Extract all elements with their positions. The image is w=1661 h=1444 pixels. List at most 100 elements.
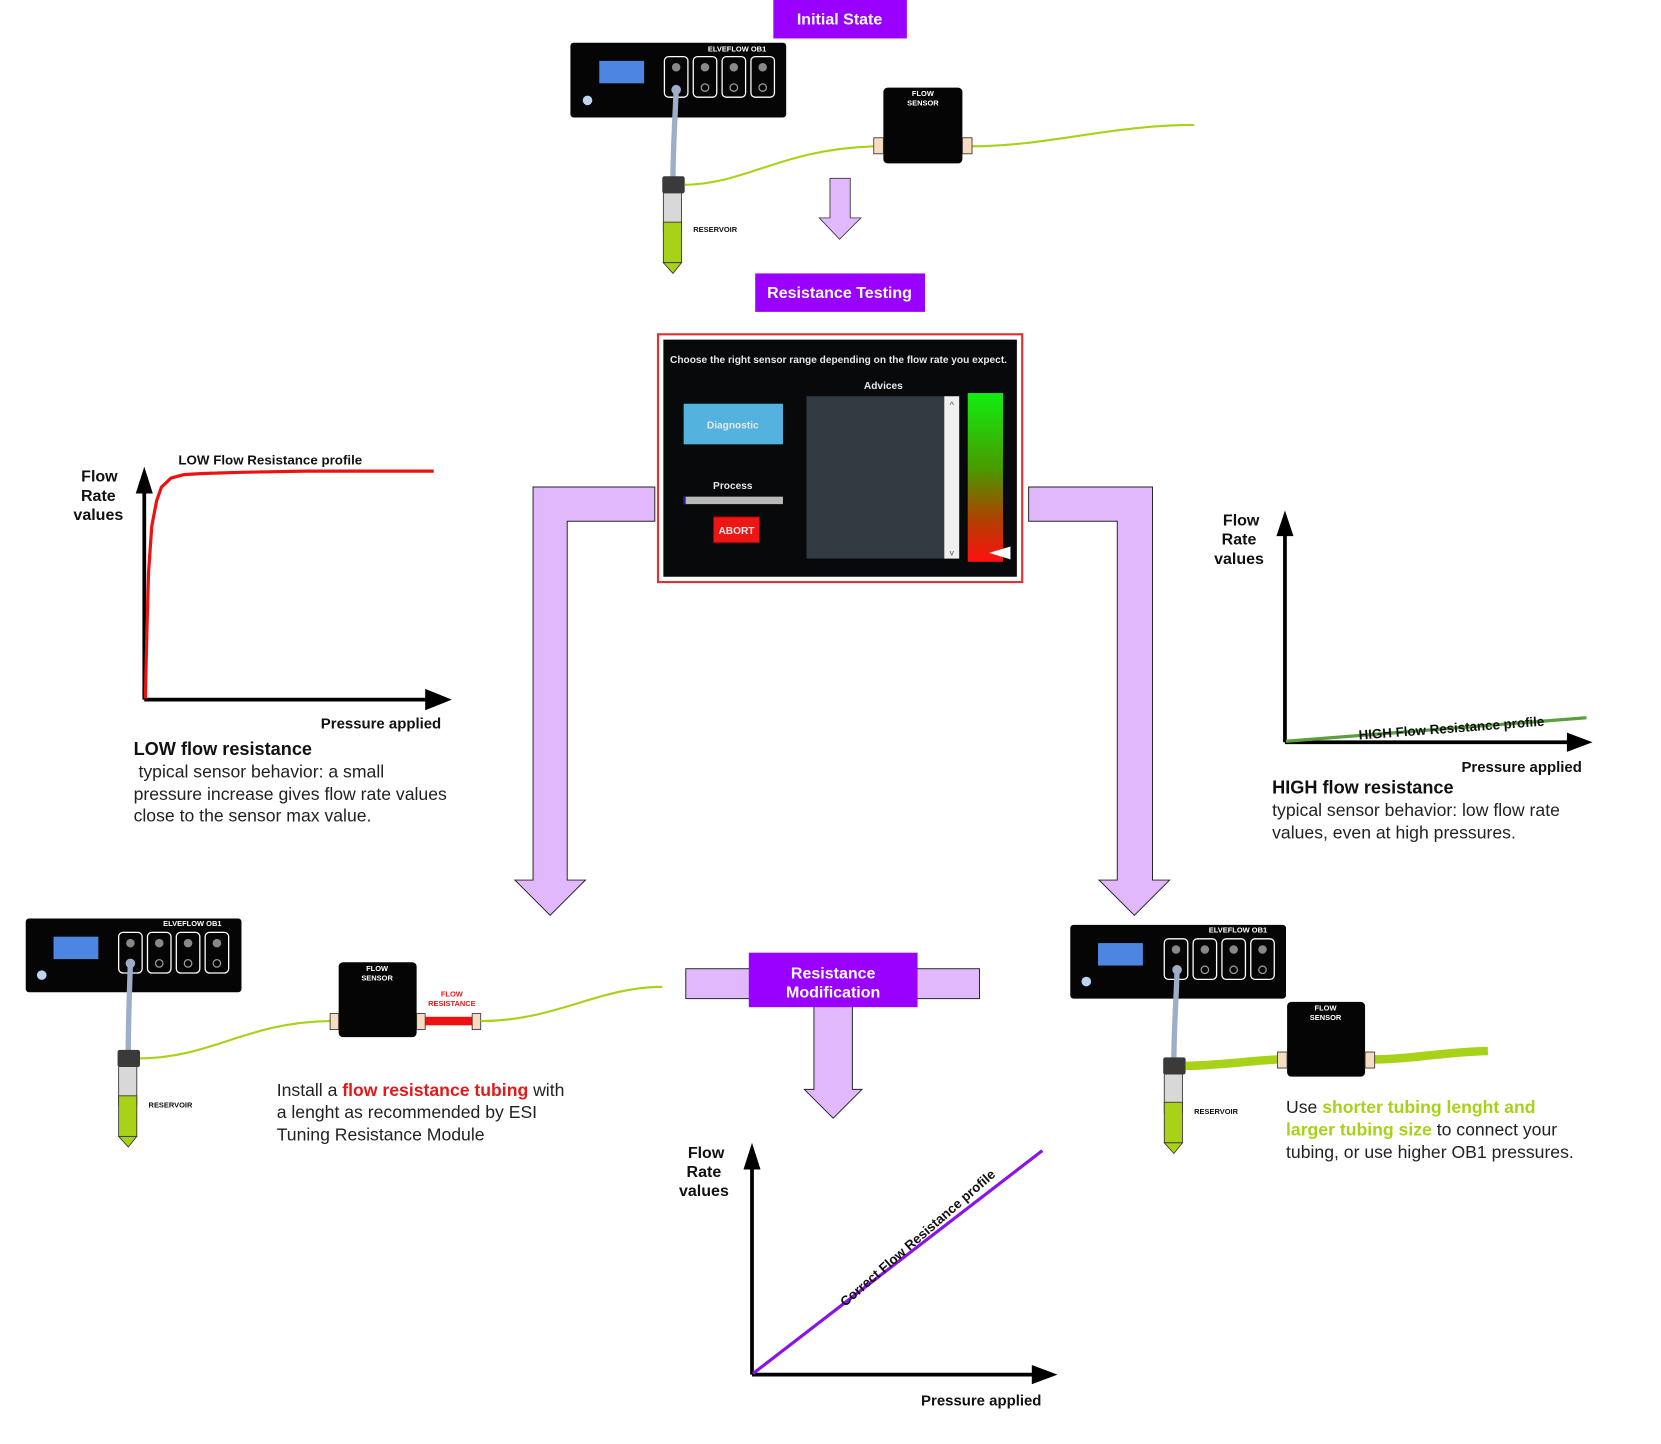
ob1-power-led (582, 95, 593, 106)
low-xlabel: Pressure applied (321, 715, 441, 732)
abort-button[interactable]: ABORT (713, 516, 760, 543)
high-ylabel-line1: Flow (1223, 511, 1260, 529)
ob1-display (1098, 943, 1143, 966)
sensor-label-line1: FLOW (366, 964, 389, 973)
low-ylabel-line2: Rate (81, 487, 116, 505)
pressure-tube-right (1171, 969, 1180, 1061)
reservoir-cap (117, 1049, 141, 1067)
arrow-initial-to-testing (818, 177, 862, 240)
advices-textbox[interactable] (806, 396, 945, 559)
low-chart-title: LOW Flow Resistance profile (178, 453, 362, 468)
thick-tubing-out (1370, 1046, 1488, 1064)
resistance-modification-box (748, 952, 918, 1008)
ob1-channels (663, 55, 776, 98)
correct-y-axis-arrow-icon (743, 1142, 761, 1170)
correct-resistance-chart: Correct Flow Resistance profile Flow Rat… (679, 1142, 1058, 1410)
pressure-tube-top (670, 89, 679, 180)
correct-ylabel-line2: Rate (687, 1163, 722, 1181)
diagnostic-button-label: Diagnostic (707, 420, 759, 431)
low-x-axis-arrow-icon (425, 688, 452, 711)
sensor-label-line2: SENSOR (1310, 1013, 1342, 1022)
thick-tubing-in (1185, 1055, 1279, 1071)
tubing-note-highlight2: larger tubing size (1286, 1119, 1432, 1139)
high-ylabel-line3: values (1214, 550, 1264, 568)
install-note-line1: Install a flow resistance tubing with (277, 1080, 565, 1100)
flow-sensor-right: FLOW SENSOR (1277, 1001, 1376, 1077)
low-text-line2: pressure increase gives flow rate values (134, 784, 447, 804)
ob1-power-led (36, 970, 47, 980)
low-ylabel-line3: values (73, 506, 123, 524)
install-note-highlight: flow resistance tubing (342, 1080, 528, 1100)
high-text-line2: values, even at high pressures. (1272, 822, 1516, 842)
process-label: Process (713, 481, 753, 492)
low-profile-line (143, 469, 434, 699)
pressure-outlet-top (671, 84, 681, 95)
low-text-line1: typical sensor behavior: a small (134, 762, 385, 782)
scroll-down-icon[interactable]: v (950, 547, 955, 557)
modification-label-line1: Resistance (791, 964, 876, 982)
ob1-controller-left: ELVEFLOW OB1 (25, 918, 242, 993)
diagnostic-button[interactable]: Diagnostic (683, 403, 783, 445)
high-x-axis-arrow-icon (1566, 732, 1593, 752)
install-note: Install a flow resistance tubing with a … (277, 1080, 565, 1145)
process-progress-fill (683, 496, 686, 505)
low-text-line3: close to the sensor max value. (134, 805, 372, 825)
install-note-line2: a lenght as recommended by ESI (277, 1102, 537, 1122)
install-note-pre: Install a (277, 1080, 343, 1100)
reservoir-top: RESERVOIR (662, 176, 738, 275)
reservoir-label: RESERVOIR (1194, 1107, 1238, 1116)
low-ylabel-line1: Flow (81, 468, 118, 486)
low-heading: LOW flow resistance (134, 739, 312, 759)
ob1-controller-right: ELVEFLOW OB1 (1070, 924, 1287, 999)
ob1-power-led (1081, 976, 1092, 987)
reservoir-label: RESERVOIR (149, 1101, 193, 1110)
ob1-display (53, 936, 99, 960)
reservoir-left: RESERVOIR (117, 1049, 193, 1148)
arrow-to-low-resistance (513, 486, 656, 916)
high-y-axis-arrow-icon (1276, 510, 1294, 537)
low-y-axis-arrow-icon (135, 466, 153, 494)
scroll-up-icon[interactable]: ^ (949, 400, 954, 411)
high-chart-title: HIGH Flow Resistance profile (1358, 714, 1545, 743)
install-note-post: with (528, 1080, 564, 1100)
install-note-line3: Tuning Resistance Module (277, 1125, 485, 1145)
gauge-pointer-icon (989, 546, 1011, 560)
flow-resistance-tubing (425, 1016, 473, 1026)
correct-chart-title: Correct Flow Resistance profile (837, 1167, 998, 1310)
arrow-modification-to-result (803, 1001, 864, 1119)
sensor-label-line2: SENSOR (907, 99, 939, 108)
tubing-left-in (139, 1019, 331, 1060)
tubing-left-out (480, 985, 663, 1023)
tubing-top-out (970, 123, 1195, 148)
flow-sensor-top: FLOW SENSOR (873, 87, 973, 164)
step-initial-state: Initial State (773, 0, 907, 39)
high-profile-line (1285, 716, 1587, 743)
initial-state-label: Initial State (797, 11, 883, 29)
advices-scrollbar[interactable] (944, 396, 960, 559)
advices-label: Advices (864, 381, 903, 392)
correct-ylabel-line3: values (679, 1182, 729, 1200)
ob1-label: ELVEFLOW OB1 (1209, 925, 1267, 934)
correct-ylabel-line1: Flow (688, 1144, 725, 1162)
resistance-label-line1: FLOW (441, 989, 464, 998)
ob1-display (599, 60, 645, 84)
tubing-top-in (684, 145, 874, 186)
arrow-to-high-resistance (1028, 486, 1171, 916)
tubing-note-highlight1: shorter tubing lenght and (1322, 1097, 1535, 1117)
low-resistance-chart: LOW Flow Resistance profile Flow Rate va… (73, 453, 452, 732)
modification-label-line2: Modification (786, 984, 880, 1002)
sensor-label-line2: SENSOR (361, 973, 393, 982)
process-progress-track (683, 496, 783, 505)
high-heading: HIGH flow resistance (1272, 778, 1453, 798)
high-xlabel: Pressure applied (1461, 759, 1581, 776)
reservoir-cap (1163, 1057, 1186, 1075)
tubing-note-post2: to connect your (1432, 1119, 1557, 1139)
resistance-testing-label: Resistance Testing (767, 284, 912, 302)
ob1-controller-top: ELVEFLOW OB1 (570, 42, 787, 118)
ob1-label: ELVEFLOW OB1 (163, 919, 221, 928)
resistance-connector (471, 1013, 482, 1031)
reservoir-label: RESERVOIR (693, 225, 737, 234)
low-resistance-description: LOW flow resistance typical sensor behav… (134, 739, 447, 825)
sensor-label-line1: FLOW (912, 89, 935, 98)
